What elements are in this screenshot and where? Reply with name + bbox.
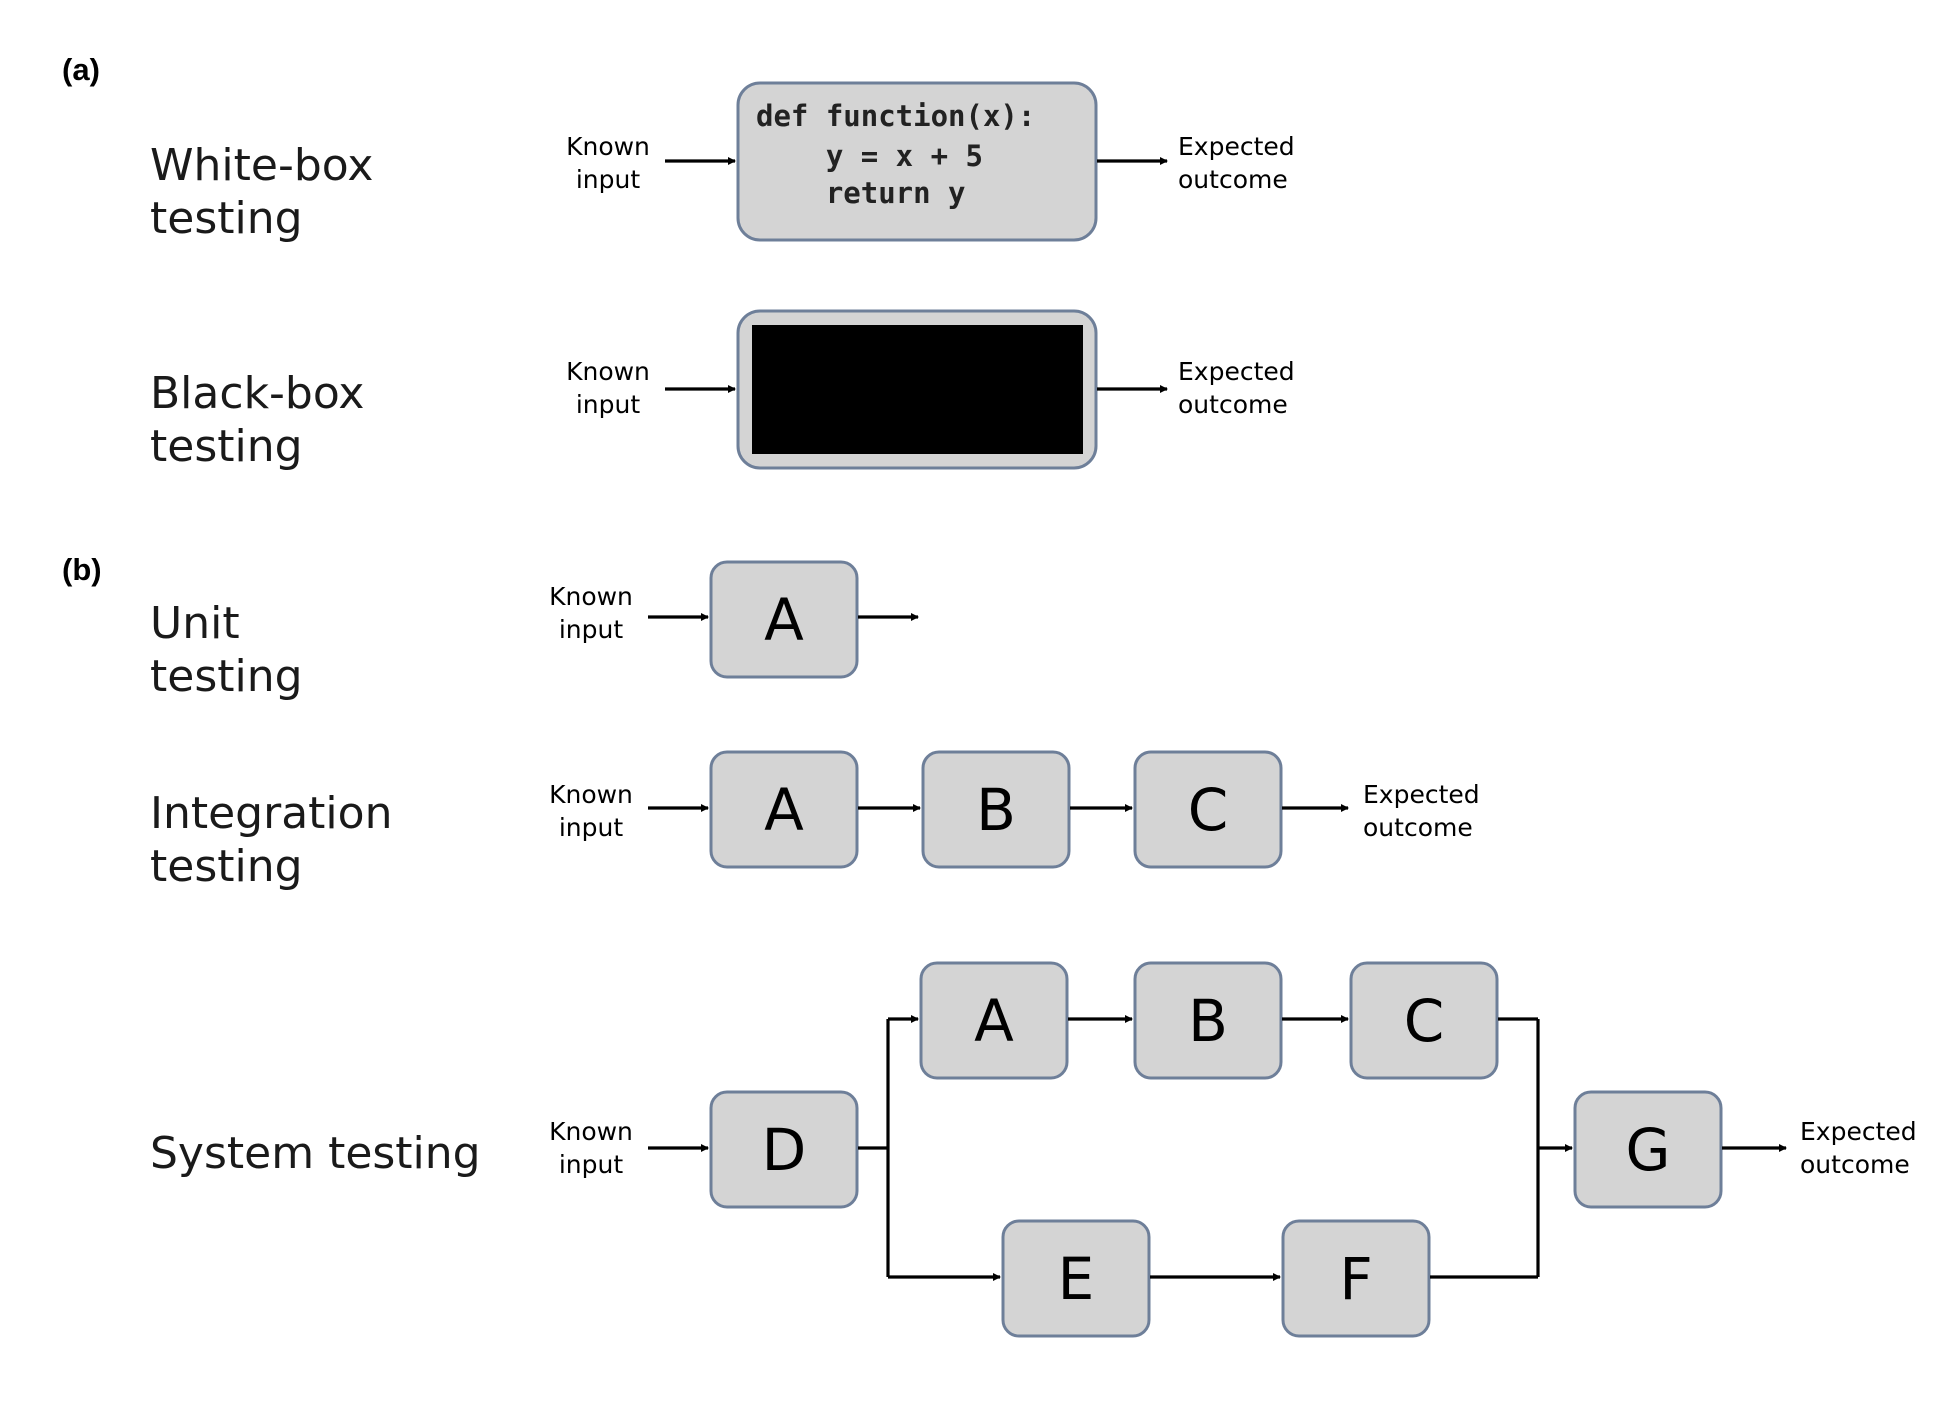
integration-module-a-box xyxy=(709,750,859,869)
system-input-line2: input xyxy=(559,1150,624,1179)
system-module-e-box xyxy=(1001,1219,1151,1338)
system-module-a-box xyxy=(919,961,1069,1080)
black-box-outcome-line1: Expected xyxy=(1178,357,1295,386)
white-box-outcome-line2: outcome xyxy=(1178,165,1288,194)
system-module-f-box xyxy=(1281,1219,1431,1338)
system-module-c-label: C xyxy=(1404,987,1445,1055)
code-line-3: return y xyxy=(756,176,966,210)
integration-module-b-box xyxy=(921,750,1071,869)
unit-input-line2: input xyxy=(559,615,624,644)
system-module-b-box xyxy=(1133,961,1283,1080)
white-box-outcome-line1: Expected xyxy=(1178,132,1295,161)
black-box-input-line2: input xyxy=(576,390,641,419)
integration-row: Integration testing Known input A B C Ex… xyxy=(150,750,1480,892)
system-label: System testing xyxy=(150,1128,481,1179)
unit-row: Unit testing Known input A xyxy=(150,560,919,702)
system-row: System testing Known input D A B C E F xyxy=(150,961,1917,1338)
white-box-row: White-box testing Known input def functi… xyxy=(150,81,1295,244)
code-line-1: def function(x): xyxy=(756,99,1035,133)
system-outcome-line2: outcome xyxy=(1800,1150,1910,1179)
integration-outcome-line1: Expected xyxy=(1363,780,1480,809)
system-module-d-box xyxy=(709,1090,859,1209)
integration-input-line2: input xyxy=(559,813,624,842)
integration-module-a-label: A xyxy=(764,776,804,844)
unit-label-line2: testing xyxy=(150,651,303,702)
system-outcome-line1: Expected xyxy=(1800,1117,1917,1146)
system-module-d-label: D xyxy=(762,1116,807,1184)
white-box-label-line2: testing xyxy=(150,193,303,244)
code-line-2: y = x + 5 xyxy=(756,139,983,173)
integration-outcome-line2: outcome xyxy=(1363,813,1473,842)
black-box-outcome-line2: outcome xyxy=(1178,390,1288,419)
black-box-input-line1: Known xyxy=(566,357,650,386)
system-module-g-box xyxy=(1573,1090,1723,1209)
integration-label-line2: testing xyxy=(150,841,303,892)
black-box-label-line1: Black-box xyxy=(150,368,364,419)
white-box-code-box xyxy=(736,81,1098,242)
integration-module-c-box xyxy=(1133,750,1283,869)
system-module-f-label: F xyxy=(1339,1245,1372,1313)
unit-label-line1: Unit xyxy=(150,598,240,649)
system-module-e-label: E xyxy=(1058,1245,1095,1313)
panel-label-a: (a) xyxy=(62,52,100,87)
black-box-row: Black-box testing Known input Expected o… xyxy=(150,309,1295,472)
system-module-c-box xyxy=(1349,961,1499,1080)
black-box-label-line2: testing xyxy=(150,421,303,472)
panel-label-b: (b) xyxy=(62,552,102,587)
system-input-line1: Known xyxy=(549,1117,633,1146)
unit-module-a-label: A xyxy=(764,586,804,654)
system-module-g-label: G xyxy=(1626,1116,1671,1184)
integration-module-c-label: C xyxy=(1188,776,1229,844)
unit-input-line1: Known xyxy=(549,582,633,611)
system-module-b-label: B xyxy=(1188,987,1228,1055)
integration-module-b-label: B xyxy=(976,776,1016,844)
white-box-input-line1: Known xyxy=(566,132,650,161)
white-box-input-line2: input xyxy=(576,165,641,194)
unit-module-a-box xyxy=(709,560,859,679)
integration-input-line1: Known xyxy=(549,780,633,809)
system-module-a-label: A xyxy=(974,987,1014,1055)
black-box-opaque-area xyxy=(752,325,1083,454)
white-box-label-line1: White-box xyxy=(150,140,373,191)
integration-label-line1: Integration xyxy=(150,788,392,839)
